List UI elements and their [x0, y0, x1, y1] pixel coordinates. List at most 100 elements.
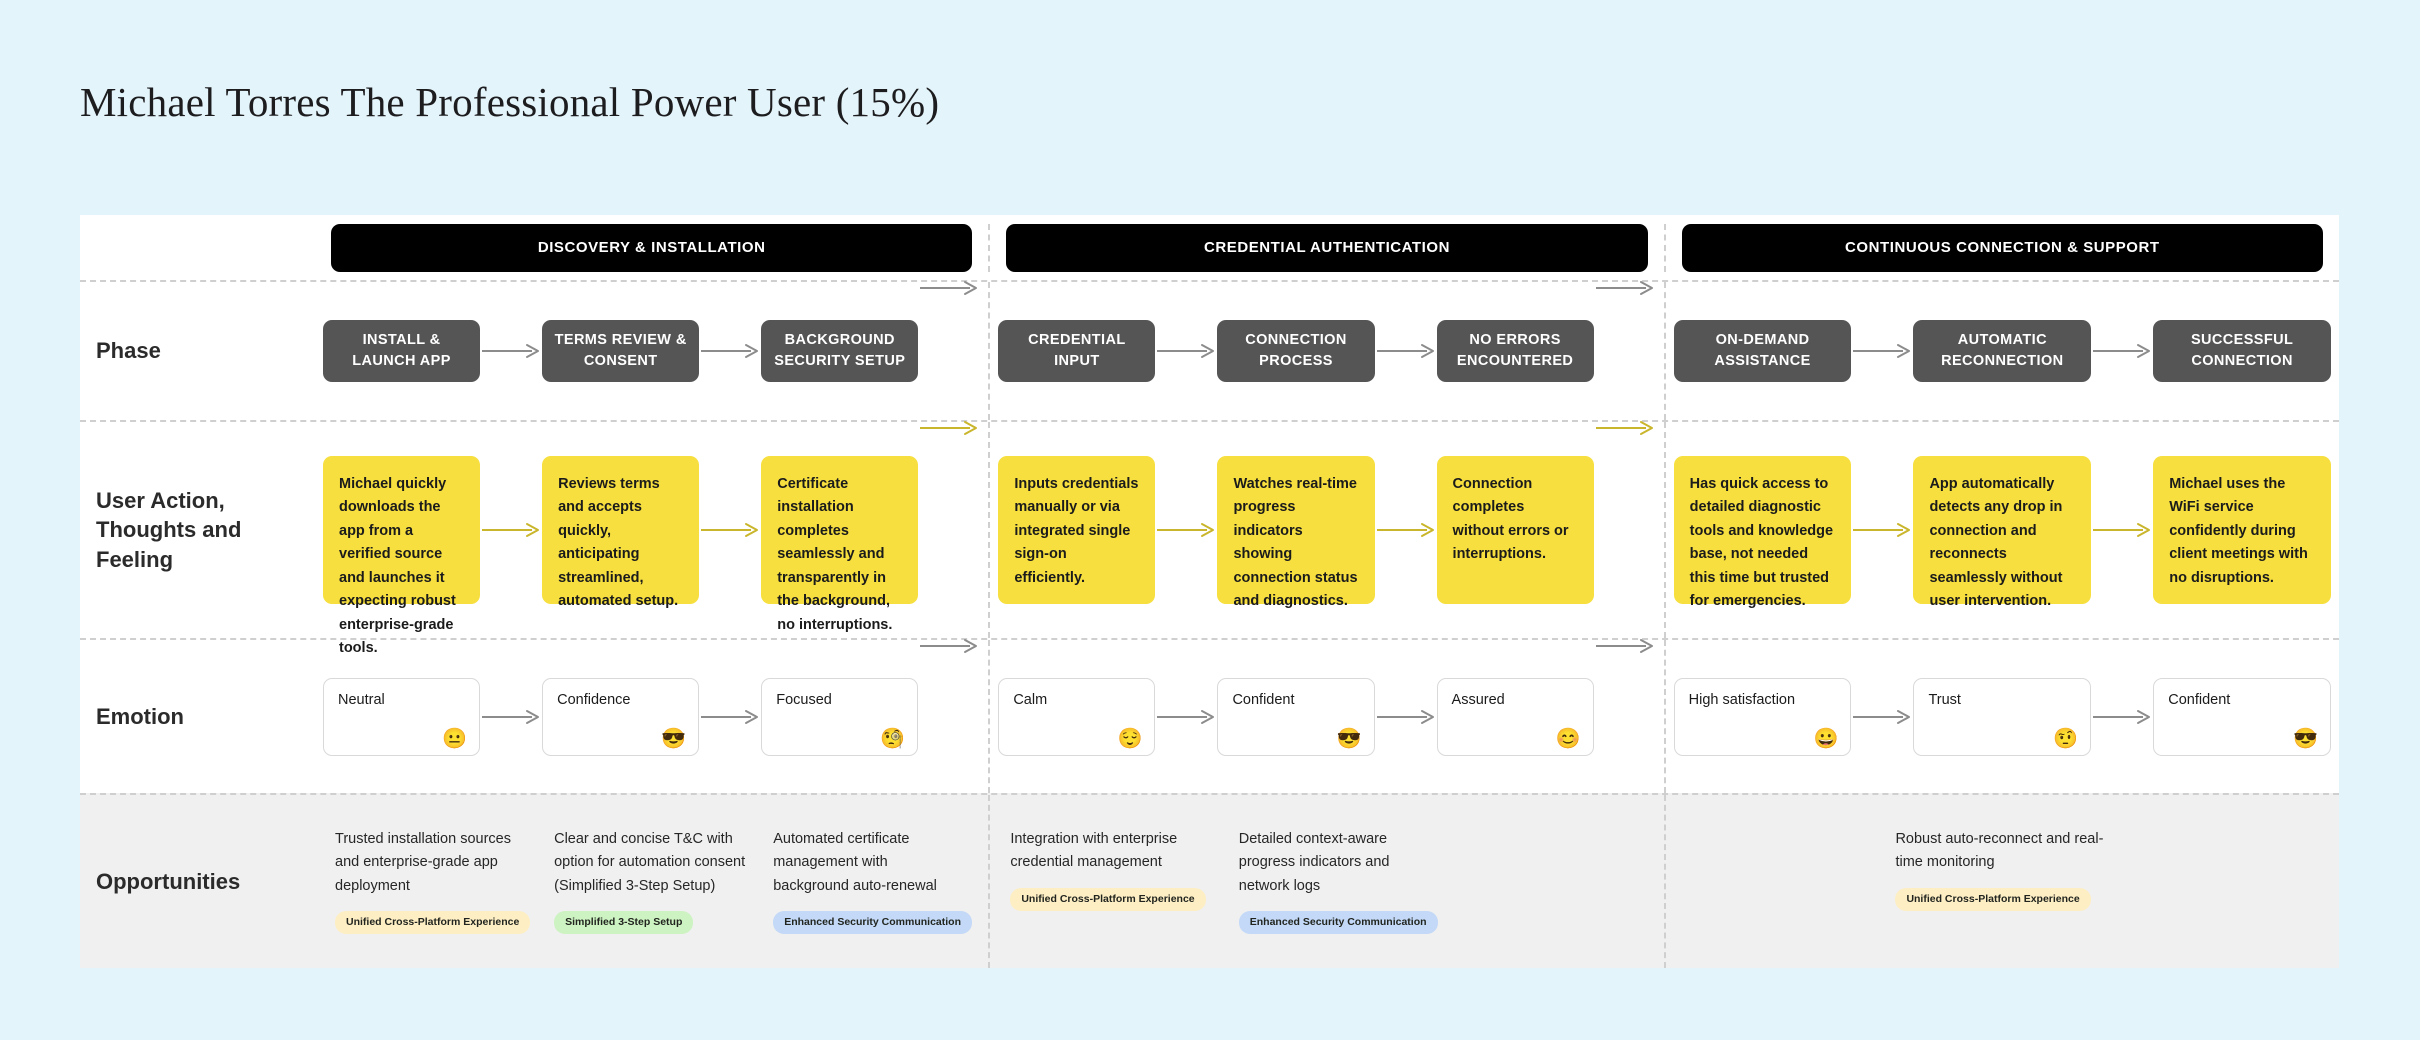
phase-section-3: ON-DEMAND ASSISTANCE AUTOMATIC RECONNECTI… — [1663, 282, 2339, 420]
phase-step-label: CONNECTION PROCESS — [1245, 331, 1347, 369]
flow-arrow-icon — [1157, 523, 1215, 537]
phase-step-box[interactable]: AUTOMATIC RECONNECTION — [1913, 319, 2092, 383]
action-section-2: Inputs credentials manually or via integ… — [988, 421, 1663, 638]
action-card[interactable]: Michael quickly downloads the app from a… — [323, 456, 481, 656]
phase-step-box[interactable]: INSTALL & LAUNCH APP — [323, 319, 481, 383]
opportunity-tag[interactable]: Unified Cross-Platform Experience — [1010, 887, 1206, 911]
cell-track: Inputs credentials manually or via integ… — [998, 422, 1594, 638]
section-header-bar: CONTINUOUS CONNECTION & SUPPORT — [1681, 223, 2323, 272]
phase-cell: INSTALL & LAUNCH APP — [323, 319, 481, 383]
emotion-label: Focused — [776, 691, 832, 708]
action-card-text: App automatically detects any drop in co… — [1929, 476, 2063, 610]
cell-inner: Calm😌 — [998, 677, 1156, 756]
emotion-card[interactable]: High satisfaction 😀 — [1673, 677, 1852, 756]
action-card[interactable]: Certificate installation completes seaml… — [761, 456, 919, 633]
cell-track: Robust auto-reconnect and real-time moni… — [1674, 795, 2331, 968]
action-card-text: Watches real-time progress indicators sh… — [1233, 476, 1358, 610]
row-label-phase: Phase — [96, 338, 161, 364]
phase-step-box[interactable]: BACKGROUND SECURITY SETUP — [761, 319, 919, 383]
action-card[interactable]: Watches real-time progress indicators sh… — [1217, 456, 1375, 609]
cell-inner: Connection completes without errors or i… — [1436, 456, 1594, 604]
phase-step-box[interactable]: SUCCESSFUL CONNECTION — [2153, 319, 2331, 383]
emotion-face-icon: 😐 — [442, 727, 468, 750]
action-card-text: Certificate installation completes seaml… — [777, 476, 893, 633]
emotion-card[interactable]: Calm😌 — [998, 677, 1156, 756]
action-card-text: Has quick access to detailed diagnostic … — [1689, 476, 1834, 610]
action-cell: App automatically detects any drop in co… — [1913, 456, 2092, 609]
opportunity-text: Robust auto-reconnect and real-time moni… — [1895, 831, 2104, 871]
section-header-label: DISCOVERY & INSTALLATION — [537, 239, 766, 256]
opportunity-cell: Clear and concise T&C with option for au… — [542, 795, 761, 968]
action-cell: Inputs credentials manually or via integ… — [998, 456, 1156, 604]
phase-step-label: ON-DEMAND ASSISTANCE — [1714, 331, 1811, 369]
phase-step-label: BACKGROUND SECURITY SETUP — [774, 331, 906, 369]
phase-step-label: SUCCESSFUL CONNECTION — [2190, 331, 2294, 369]
emotion-section-1: Neutral😐 Confidence😎 Focused 🧐 — [315, 639, 988, 793]
cell-inner: Certificate installation completes seaml… — [761, 456, 919, 633]
opportunity-tag[interactable]: Enhanced Security Communication — [1238, 911, 1438, 935]
phase-row: Phase INSTALL & LAUNCH APP TERMS REVIEW &… — [80, 280, 2339, 420]
opportunity-tag[interactable]: Enhanced Security Communication — [773, 911, 973, 935]
emotion-card[interactable]: Confident😎 — [2153, 677, 2331, 756]
opportunity-text: Clear and concise T&C with option for au… — [554, 831, 746, 894]
flow-arrow-icon — [1853, 344, 1911, 358]
action-card[interactable]: Michael uses the WiFi service confidentl… — [2153, 456, 2331, 604]
opportunity-cell-empty — [2121, 795, 2331, 968]
action-card[interactable]: Reviews terms and accepts quickly, antic… — [542, 456, 700, 609]
flow-arrow-icon — [482, 709, 540, 724]
opportunity-cell: Detailed context-aware progress indicato… — [1227, 795, 1455, 968]
flow-arrow-icon — [701, 523, 759, 537]
phase-step-box[interactable]: CREDENTIAL INPUT — [998, 319, 1156, 383]
emotion-face-icon: 🧐 — [880, 727, 906, 750]
row-head-action: User Action, Thoughts and Feeling — [80, 422, 315, 638]
action-card-text: Michael uses the WiFi service confidentl… — [2169, 476, 2308, 586]
action-cells: Michael quickly downloads the app from a… — [315, 421, 2339, 656]
cell-track: Calm😌 Confident😎 Assured😊 — [998, 640, 1594, 793]
cell-inner: Inputs credentials manually or via integ… — [998, 456, 1156, 604]
emotion-card[interactable]: Confidence😎 — [542, 677, 700, 756]
cell-track: INSTALL & LAUNCH APP TERMS REVIEW & CONSE… — [323, 282, 919, 420]
section-header-row: DISCOVERY & INSTALLATION CREDENTIAL AUTHE… — [80, 215, 2339, 280]
opportunity-tag[interactable]: Unified Cross-Platform Experience — [1895, 887, 2091, 911]
phase-step-label: TERMS REVIEW & CONSENT — [554, 331, 687, 369]
flow-arrow-icon — [2093, 523, 2151, 537]
phase-cell: TERMS REVIEW & CONSENT — [542, 319, 700, 383]
opportunity-cell: Robust auto-reconnect and real-time moni… — [1883, 795, 2121, 968]
emotion-label: High satisfaction — [1688, 691, 1796, 708]
section-header-label: CREDENTIAL AUTHENTICATION — [1204, 239, 1450, 256]
emotion-face-icon: 😎 — [2293, 727, 2318, 750]
phase-step-box[interactable]: TERMS REVIEW & CONSENT — [542, 319, 700, 383]
emotion-card[interactable]: Neutral😐 — [323, 677, 481, 756]
opportunity-section-1: Trusted installation sources and enterpr… — [315, 795, 988, 968]
action-card[interactable]: App automatically detects any drop in co… — [1913, 456, 2092, 609]
emotion-card[interactable]: Confident😎 — [1217, 677, 1375, 756]
flow-arrow-icon — [920, 639, 978, 653]
opportunity-text: Detailed context-aware progress indicato… — [1238, 831, 1390, 894]
cell-inner: CREDENTIAL INPUT — [998, 319, 1156, 383]
action-card[interactable]: Connection completes without errors or i… — [1436, 456, 1594, 604]
emotion-cells: Neutral😐 Confidence😎 Focused 🧐 Calm😌 Confiden… — [315, 639, 2339, 793]
emotion-face-icon: 😀 — [1813, 727, 1839, 750]
cell-inner: Assured😊 — [1436, 677, 1594, 756]
emotion-card[interactable]: Assured😊 — [1436, 677, 1594, 756]
user-action-row: User Action, Thoughts and Feeling Michae… — [80, 420, 2339, 656]
emotion-card[interactable]: Trust🤨 — [1913, 677, 2092, 756]
cell-inner: Neutral😐 — [323, 677, 481, 756]
phase-step-box[interactable]: CONNECTION PROCESS — [1217, 319, 1375, 383]
emotion-cell: Focused 🧐 — [761, 677, 919, 756]
opportunity-tag[interactable]: Simplified 3-Step Setup — [554, 911, 694, 935]
action-card-text: Inputs credentials manually or via integ… — [1014, 476, 1139, 586]
cell-inner: Has quick access to detailed diagnostic … — [1673, 456, 1852, 609]
phase-step-box[interactable]: NO ERRORS ENCOUNTERED — [1436, 319, 1594, 383]
action-card[interactable]: Has quick access to detailed diagnostic … — [1673, 456, 1852, 609]
opportunity-tag[interactable]: Unified Cross-Platform Experience — [335, 911, 531, 935]
phase-step-box[interactable]: ON-DEMAND ASSISTANCE — [1673, 319, 1852, 383]
emotion-section-2: Calm😌 Confident😎 Assured😊 — [988, 639, 1663, 793]
cell-inner: NO ERRORS ENCOUNTERED — [1436, 319, 1594, 383]
flow-arrow-icon — [920, 421, 978, 435]
emotion-cell: Confident😎 — [1217, 677, 1375, 756]
emotion-card[interactable]: Focused 🧐 — [761, 677, 919, 756]
action-section-1: Michael quickly downloads the app from a… — [315, 421, 988, 656]
emotion-cell: Assured😊 — [1436, 677, 1594, 756]
action-card[interactable]: Inputs credentials manually or via integ… — [998, 456, 1156, 604]
